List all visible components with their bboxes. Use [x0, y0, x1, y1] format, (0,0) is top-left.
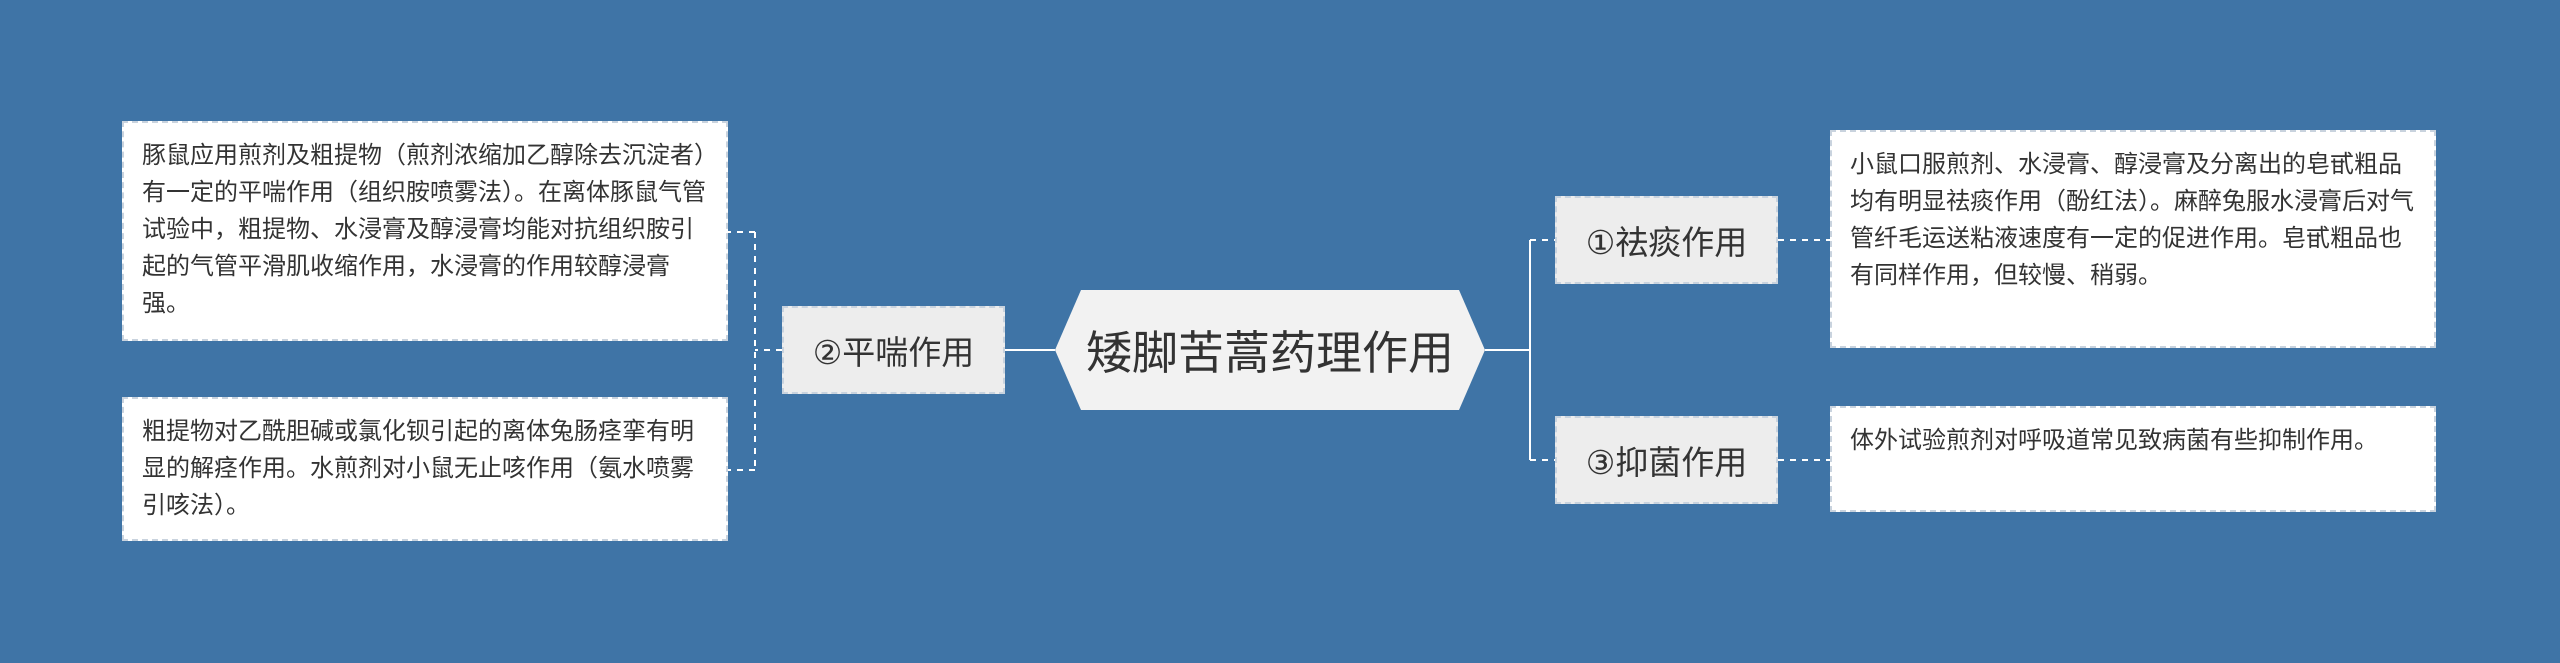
connector-root-right	[1485, 240, 1531, 460]
branch-yijun: ③抑菌作用	[1555, 416, 1778, 504]
root-topic: 矮脚苦蒿药理作用	[1055, 290, 1485, 410]
leaf-right-bottom: 体外试验煎剂对呼吸道常见致病菌有些抑制作用。	[1830, 406, 2436, 512]
branch-qutan: ①祛痰作用	[1555, 196, 1778, 284]
leaf-right-top: 小鼠口服煎剂、水浸膏、醇浸膏及分离出的皂甙粗品均有明显祛痰作用（酚红法）。麻醉兔…	[1830, 130, 2436, 348]
connector-right-branches	[1530, 239, 1555, 461]
branch-pingchuan: ②平喘作用	[782, 306, 1005, 394]
connector-left-leaves	[728, 231, 782, 471]
leaf-left-2: 粗提物对乙酰胆碱或氯化钡引起的离体兔肠痉挛有明显的解痉作用。水煎剂对小鼠无止咳作…	[122, 397, 728, 541]
leaf-left-1: 豚鼠应用煎剂及粗提物（煎剂浓缩加乙醇除去沉淀者）有一定的平喘作用（组织胺喷雾法）…	[122, 121, 728, 341]
